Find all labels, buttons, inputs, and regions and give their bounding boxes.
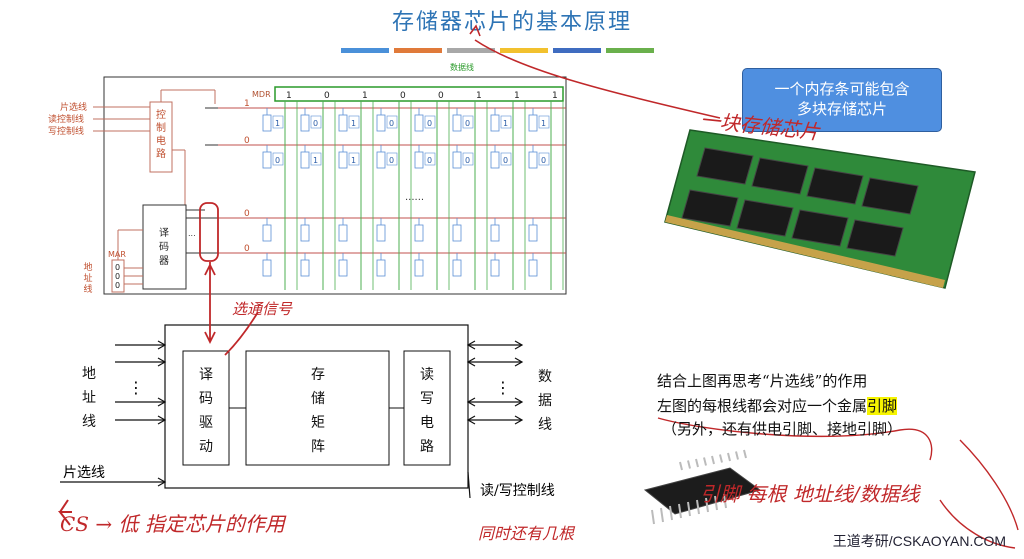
rw-ctrl-label-bottom: 读/写控制线 bbox=[480, 483, 555, 499]
handwritten-link-arrow bbox=[204, 262, 216, 345]
cell-value: 0 bbox=[465, 119, 470, 128]
mdr-bit: 1 bbox=[476, 91, 482, 101]
cell-value: 1 bbox=[351, 119, 356, 128]
addr-dots: ⋮ bbox=[128, 378, 144, 397]
cell-value: 0 bbox=[427, 156, 432, 165]
cell-value: 0 bbox=[389, 156, 394, 165]
cell-value: 0 bbox=[275, 156, 280, 165]
brand-watermark: 王道考研/CSKAOYAN.COM bbox=[832, 533, 1006, 549]
mar-bit: 0 bbox=[115, 281, 120, 290]
mar-bits: 000 bbox=[115, 263, 120, 290]
mdr-label: MDR bbox=[252, 90, 271, 99]
handwritten-underline bbox=[657, 417, 933, 461]
highlight-pins: 引脚 bbox=[867, 397, 898, 415]
cell-value: 0 bbox=[541, 156, 546, 165]
color-bar bbox=[606, 48, 654, 53]
chip-select-label: 片选线 bbox=[60, 101, 87, 113]
data-line-label-bottom: 数据线 bbox=[538, 369, 552, 433]
cell-value: 0 bbox=[313, 119, 318, 128]
paragraph-line-3: （另外，还有供电引脚、接地引脚） bbox=[662, 420, 903, 438]
mdr-bit: 1 bbox=[514, 91, 520, 101]
row-value: 0 bbox=[244, 244, 250, 254]
color-bar bbox=[447, 48, 495, 53]
row-value: 1 bbox=[244, 99, 250, 109]
row-value: 0 bbox=[244, 136, 250, 146]
write-ctrl-label: 写控制线 bbox=[48, 125, 84, 137]
cell-value: 1 bbox=[503, 119, 508, 128]
mar-bit: 0 bbox=[115, 263, 120, 272]
ic-chip-image bbox=[643, 449, 762, 525]
paragraph-line-1: 结合上图再思考“片选线”的作用 bbox=[657, 372, 868, 390]
mdr-bit: 0 bbox=[438, 91, 444, 101]
callout-line-2: 多块存储芯片 bbox=[796, 100, 887, 118]
control-circuit-label: 控制电路 bbox=[156, 108, 166, 160]
color-bar bbox=[341, 48, 389, 53]
handwritten-arrow-to-title bbox=[474, 39, 721, 119]
ram-module-image bbox=[664, 129, 976, 289]
decoder-box bbox=[142, 204, 187, 290]
callout-line-1: 一个内存条可能包含 bbox=[774, 80, 910, 98]
color-bar bbox=[500, 48, 548, 53]
data-bus-label: 数据线 bbox=[450, 62, 474, 72]
cell-value: 0 bbox=[389, 119, 394, 128]
addr-line-label-bottom: 地址线 bbox=[82, 366, 96, 430]
note-select-signal: 选通信号 bbox=[232, 300, 293, 318]
mar-label: MAR bbox=[108, 250, 126, 259]
cell-value: 1 bbox=[313, 156, 318, 165]
chip-select-label-bottom: 片选线 bbox=[63, 465, 105, 481]
mdr-bit: 1 bbox=[552, 91, 558, 101]
mdr-bit: 1 bbox=[286, 91, 292, 101]
color-bar bbox=[553, 48, 601, 53]
note-pins: 引脚 每根 地址线/数据线 bbox=[700, 482, 920, 506]
mar-bit: 0 bbox=[115, 272, 120, 281]
note-cs: CS → 低 指定芯片的作用 bbox=[60, 512, 285, 536]
handwritten-decoder-outline bbox=[199, 202, 219, 262]
mdr-register bbox=[274, 86, 564, 102]
read-ctrl-label: 读控制线 bbox=[48, 113, 84, 125]
bottom-arrows bbox=[60, 340, 524, 499]
cell-value: 1 bbox=[351, 156, 356, 165]
cell-value: 1 bbox=[275, 119, 280, 128]
decode-drive-box bbox=[182, 350, 230, 466]
storage-matrix-cells: 1 0 0 0... 1 0 0 1 1 1 0 0 0 0 0 0 1 0 1 0...... bbox=[186, 99, 566, 290]
page-title: 存储器芯片的基本原理 bbox=[391, 10, 632, 35]
note-same-time: 同时还有几根 bbox=[478, 524, 575, 543]
mdr-bit: 0 bbox=[400, 91, 406, 101]
paragraph-line-2-text: 左图的每根线都会对应一个金属 bbox=[657, 397, 868, 415]
data-dots: ⋮ bbox=[495, 378, 511, 397]
memory-chip-callout: 一个内存条可能包含 多块存储芯片 bbox=[742, 68, 942, 132]
decode-drive-label: 译码驱动 bbox=[199, 367, 213, 455]
svg-text:...: ... bbox=[188, 229, 196, 238]
cell-value: 0 bbox=[503, 156, 508, 165]
cell-value: 0 bbox=[427, 119, 432, 128]
matrix-ellipsis: ...... bbox=[405, 192, 424, 203]
rw-circuit-label: 读写电路 bbox=[420, 367, 434, 455]
rw-circuit-box bbox=[403, 350, 451, 466]
cell-value: 1 bbox=[541, 119, 546, 128]
decoder-label: 译码器 bbox=[159, 227, 169, 267]
storage-matrix-box bbox=[245, 350, 390, 466]
mdr-bit: 0 bbox=[324, 91, 330, 101]
mdr-bits: 1 0 1 0 0 1 1 1 bbox=[286, 91, 558, 101]
paragraph-line-2: 左图的每根线都会对应一个金属引脚 bbox=[657, 395, 898, 416]
row-value: 0 bbox=[244, 209, 250, 219]
addr-line-label: 地址线 bbox=[83, 261, 92, 295]
color-bar bbox=[394, 48, 442, 53]
mdr-bit: 1 bbox=[362, 91, 368, 101]
cell-value: 0 bbox=[465, 156, 470, 165]
storage-matrix-label: 存储矩阵 bbox=[311, 367, 325, 455]
